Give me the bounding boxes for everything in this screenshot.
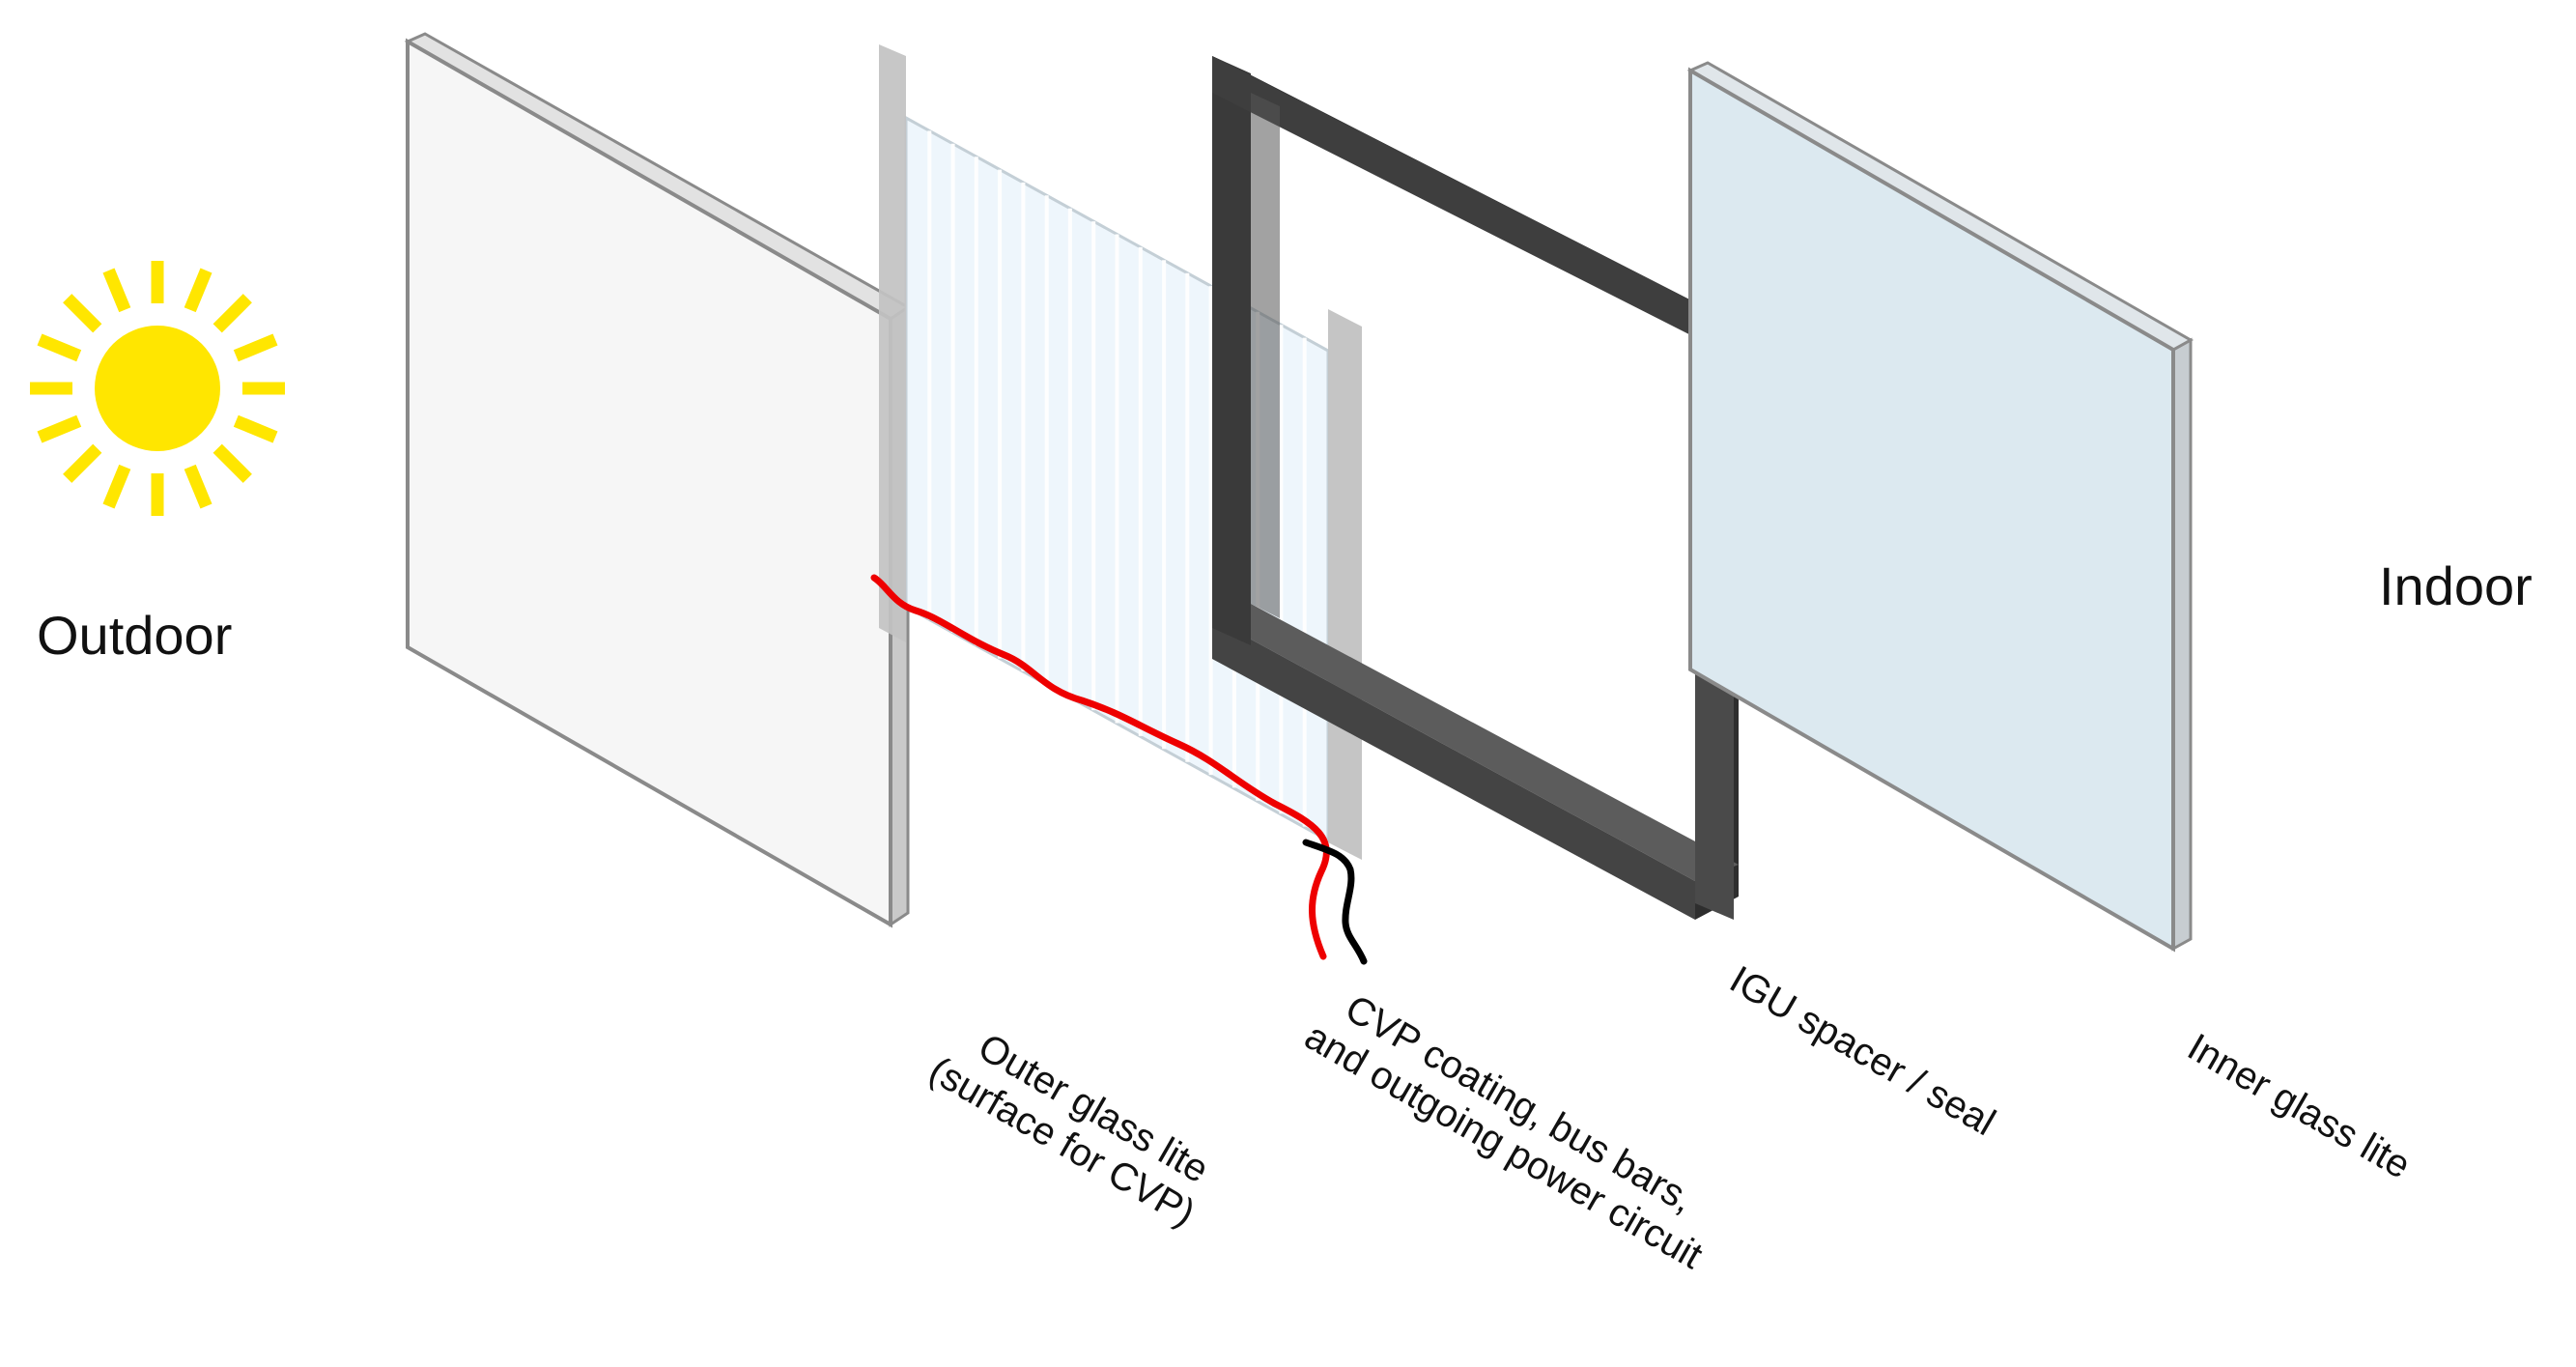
sun-ray bbox=[184, 268, 212, 313]
sun-ray bbox=[37, 333, 82, 362]
cvp-coating-pane bbox=[879, 44, 1362, 860]
spacer-label-text: IGU spacer / seal bbox=[1723, 958, 2003, 1145]
sun-icon bbox=[30, 261, 285, 516]
sun-ray bbox=[102, 268, 131, 313]
outdoor-label: Outdoor bbox=[37, 605, 232, 666]
right-bus-bar bbox=[1328, 309, 1362, 860]
inner-glass-label: Inner glass lite bbox=[2181, 1026, 2418, 1187]
sun-ray bbox=[63, 294, 102, 333]
sun-ray bbox=[212, 294, 252, 333]
cvp-label-line2: and outgoing power circuit bbox=[1297, 1015, 1709, 1278]
sun-ray bbox=[233, 414, 278, 443]
sun-ray bbox=[233, 333, 278, 362]
power-circuit-wires bbox=[870, 574, 1368, 965]
sun-ray bbox=[37, 414, 82, 443]
cvp-label: CVP coating, bus bars, and outgoing powe… bbox=[1297, 987, 1709, 1278]
outer-glass-pane bbox=[404, 32, 911, 928]
sun-ray bbox=[212, 443, 252, 483]
left-bus-bar bbox=[879, 44, 906, 642]
spacer-label: IGU spacer / seal bbox=[1723, 958, 2003, 1145]
inner-glass-pane bbox=[1686, 61, 2194, 953]
sun-ray bbox=[184, 464, 212, 509]
sun-ray bbox=[102, 464, 131, 509]
inner-glass-label-text: Inner glass lite bbox=[2181, 1026, 2418, 1187]
sun-ray bbox=[63, 443, 102, 483]
outer-glass-label: Outer glass lite (surface for CVP) bbox=[922, 1026, 1216, 1235]
negative-wire bbox=[1302, 839, 1368, 965]
positive-wire bbox=[870, 574, 1330, 960]
indoor-label: Indoor bbox=[2379, 555, 2533, 616]
